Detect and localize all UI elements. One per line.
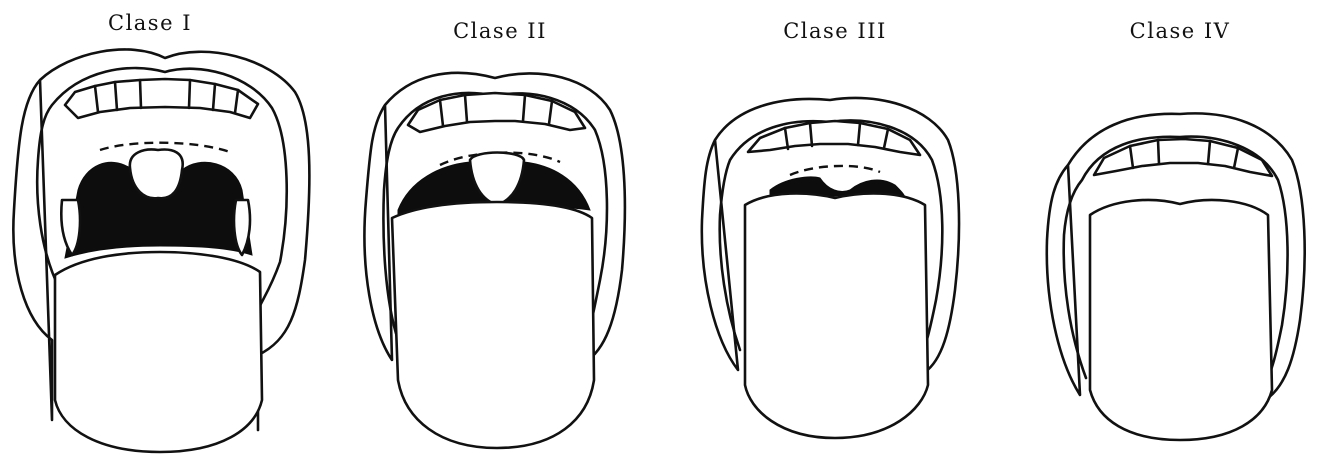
uvula [130,150,183,199]
tongue [55,252,262,452]
tongue [745,194,928,438]
left-tonsil [61,200,80,255]
mouth-class-i [13,49,309,452]
mouth-class-ii [364,73,624,448]
tongue [1090,200,1272,440]
mouth-class-iv [1047,113,1305,440]
mouth-class-iii [702,98,959,438]
tongue [392,202,594,448]
soft-palate-line [790,166,880,175]
upper-teeth [65,79,258,118]
